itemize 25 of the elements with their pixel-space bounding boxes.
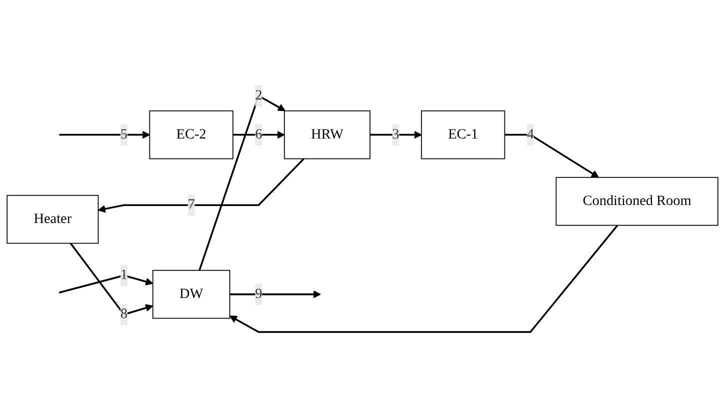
edge-label: 2 — [255, 88, 262, 103]
edge-label: 4 — [526, 126, 534, 142]
arrow — [504, 134, 599, 178]
node-box: Heater — [6, 194, 99, 244]
node-box: EC-1 — [421, 110, 506, 160]
edge-label: 5 — [120, 126, 128, 142]
arrow — [232, 130, 285, 139]
arrow — [59, 130, 150, 139]
edge-label: 1 — [120, 267, 128, 282]
arrow — [370, 130, 422, 139]
node-box: EC-2 — [149, 110, 234, 160]
arrow — [230, 290, 321, 298]
node-box: DW — [152, 270, 230, 319]
edge-label: 9 — [255, 286, 262, 302]
edge-label: 8 — [120, 306, 128, 322]
edge-label: 7 — [188, 197, 195, 212]
arrow — [58, 274, 154, 294]
edge-label: 6 — [255, 126, 262, 142]
node-box: HRW — [284, 110, 370, 160]
arrow — [229, 224, 618, 333]
arrow — [70, 242, 154, 316]
arrow — [198, 94, 286, 271]
arrow — [98, 158, 304, 213]
node-box: Conditioned Room — [556, 176, 718, 226]
edge-label: 3 — [392, 126, 400, 142]
